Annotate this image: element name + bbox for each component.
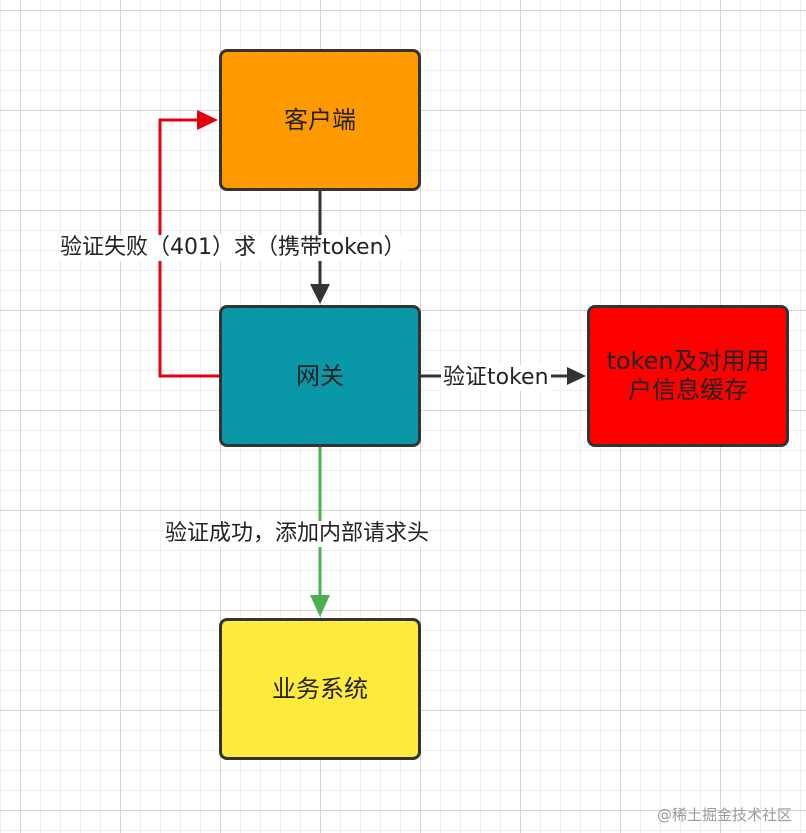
edge-label-verify-success: 验证成功，添加内部请求头: [165, 521, 430, 548]
watermark: @稀土掘金技术社区: [656, 806, 792, 824]
node-client: 客户端: [219, 49, 421, 191]
node-gateway-label: 网关: [296, 361, 344, 390]
node-business: 业务系统: [219, 618, 421, 760]
edge-gateway-to-business-arrowhead: [310, 595, 330, 617]
edge-gateway-to-client-arrowhead: [197, 110, 218, 130]
edge-gateway-to-cache-arrowhead: [567, 367, 586, 385]
edge-label-verify-failed: 验证失败（401）: [60, 235, 234, 260]
node-client-label: 客户端: [284, 105, 356, 134]
edge-client-to-gateway-arrowhead: [310, 284, 330, 304]
node-business-label: 业务系统: [272, 674, 368, 703]
node-cache: token及对用用户信息缓存: [587, 305, 789, 447]
edge-labels-fail-request: 验证失败（401）求（携带token）: [60, 235, 406, 262]
node-cache-label: token及对用用户信息缓存: [606, 347, 770, 404]
node-gateway: 网关: [219, 305, 421, 447]
edge-label-verify-token: 验证token: [441, 365, 551, 392]
edge-label-request-with-token: 求（携带token）: [234, 235, 406, 260]
